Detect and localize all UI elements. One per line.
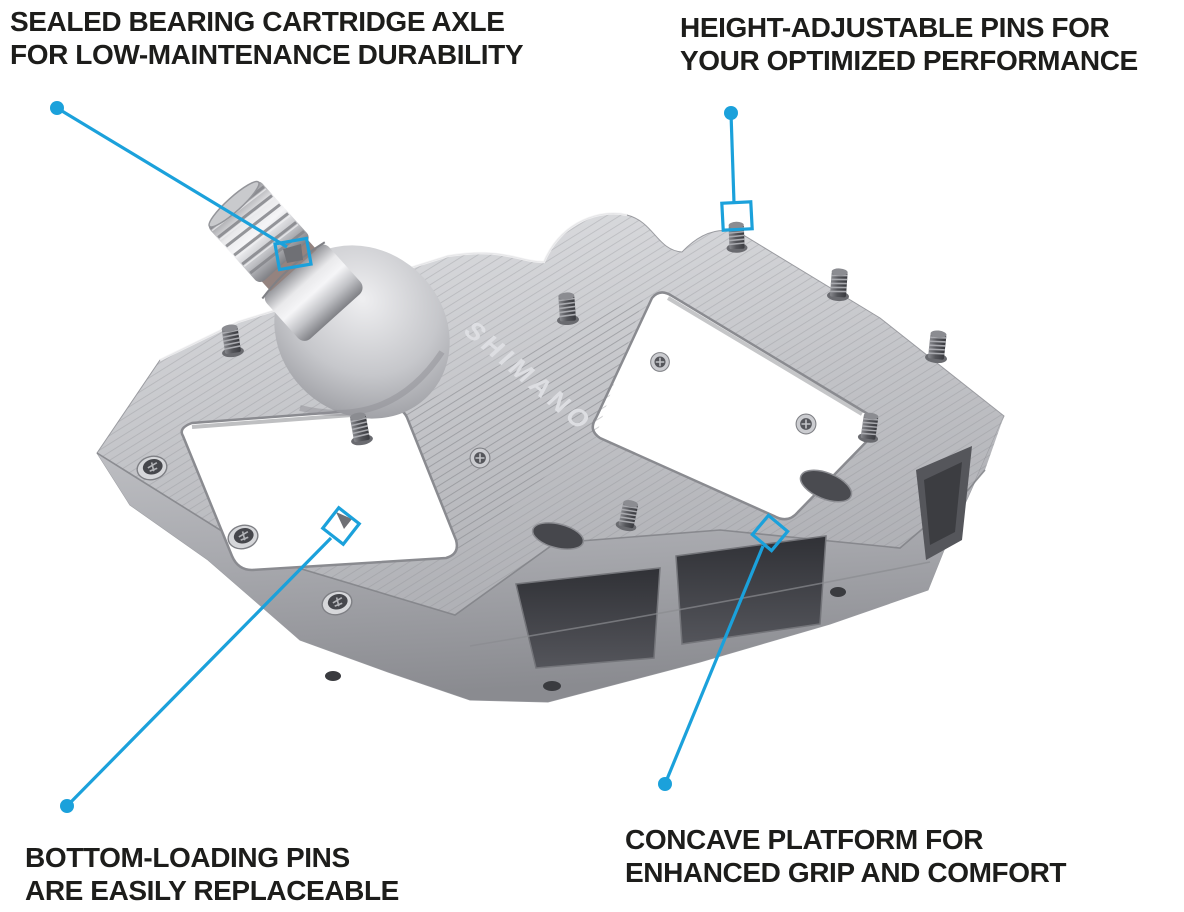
callout-dot-bottom-loading (60, 799, 74, 813)
window-pin-notch (336, 512, 352, 529)
callout-marker-concave (750, 513, 790, 553)
axle-boss-shadow (299, 350, 445, 416)
callout-line-concave (663, 545, 765, 785)
callout-dot-sealed-bearing (50, 101, 64, 115)
bottom-pin-tips (325, 587, 846, 691)
callout-marker-bottom-loading (320, 505, 362, 547)
callout-bottom-loading (60, 505, 362, 813)
deck-hole-left (531, 522, 585, 550)
label-line-1: HEIGHT-ADJUSTABLE PINS FOR (680, 12, 1110, 43)
right-window-inner-shadow (666, 296, 864, 416)
callout-line-height-adjustable (729, 112, 736, 204)
callout-marker-height-adjustable (720, 200, 754, 232)
right-side-pocket-inner (924, 462, 962, 545)
label-line-1: CONCAVE PLATFORM FOR (625, 824, 984, 855)
front-side-window-left (515, 567, 661, 669)
label-line-2: ENHANCED GRIP AND COMFORT (625, 857, 1067, 888)
far-edge-highlight (159, 212, 628, 362)
callout-label-sealed-bearing: SEALED BEARING CARTRIDGE AXLE FOR LOW-MA… (10, 5, 524, 71)
label-line-2: ARE EASILY REPLACEABLE (25, 875, 399, 906)
callout-sealed-bearing (50, 101, 313, 272)
callout-label-concave: CONCAVE PLATFORM FOR ENHANCED GRIP AND C… (625, 823, 1067, 889)
label-line-1: BOTTOM-LOADING PINS (25, 842, 350, 873)
callout-line-sealed-bearing (56, 106, 288, 249)
callout-dot-concave (658, 777, 672, 791)
callout-concave (658, 513, 790, 791)
label-line-2: FOR LOW-MAINTENANCE DURABILITY (10, 39, 524, 70)
label-line-2: YOUR OPTIMIZED PERFORMANCE (680, 45, 1138, 76)
front-face-groove (469, 561, 931, 647)
callout-label-height-adjustable: HEIGHT-ADJUSTABLE PINS FOR YOUR OPTIMIZE… (680, 11, 1138, 77)
callout-marker-sealed-bearing (273, 236, 313, 272)
callout-height-adjustable (720, 106, 754, 232)
deck-hole-right (799, 469, 853, 503)
callout-dot-height-adjustable (724, 106, 738, 120)
callout-label-bottom-loading: BOTTOM-LOADING PINS ARE EASILY REPLACEAB… (25, 841, 399, 907)
callout-graphics (50, 101, 790, 813)
callout-line-bottom-loading (65, 536, 333, 808)
label-line-1: SEALED BEARING CARTRIDGE AXLE (10, 6, 505, 37)
pedal-body: SHIMANO (96, 180, 1005, 703)
axle-notch (283, 244, 303, 263)
spine-texture (404, 294, 645, 552)
front-side-window-right (675, 535, 827, 645)
